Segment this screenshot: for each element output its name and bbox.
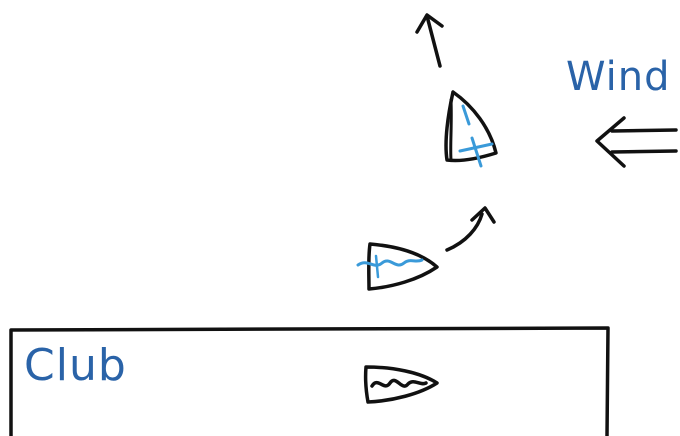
- club-label: Club: [24, 340, 127, 391]
- reaching-boat-icon: [358, 244, 437, 289]
- tacking-boat-icon: [446, 92, 496, 166]
- club-boat-icon: [366, 367, 437, 402]
- course-arrow-icon: [447, 208, 494, 250]
- heading-arrow-icon: [417, 15, 442, 66]
- wind-arrow-icon: [597, 118, 676, 166]
- wind-label: Wind: [566, 54, 671, 100]
